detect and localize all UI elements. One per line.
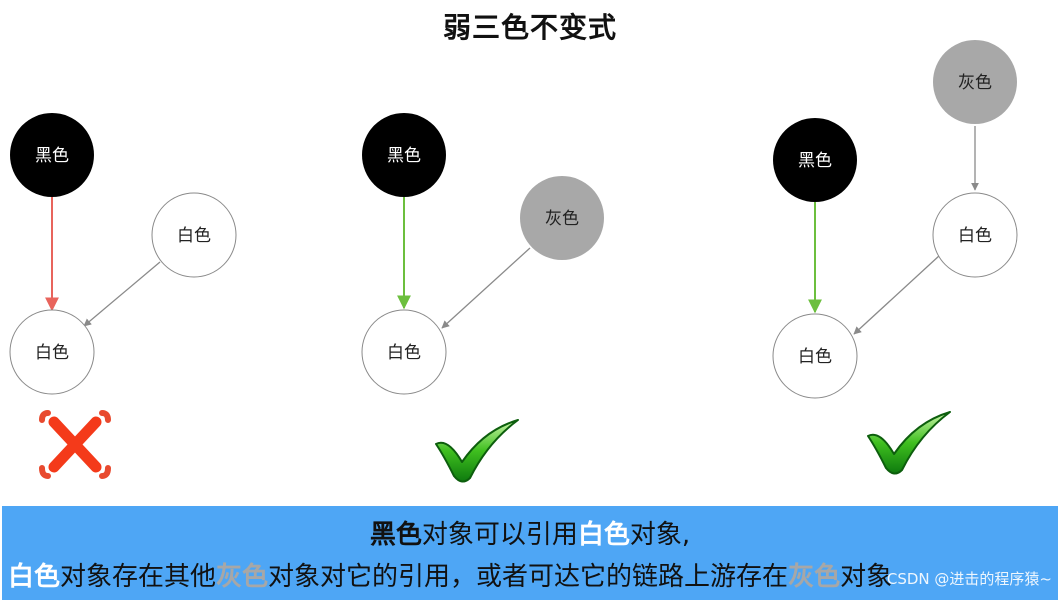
target-white-node [361, 309, 447, 395]
banner-line-1: 黑色对象可以引用白色对象, [2, 514, 1058, 551]
banner-text: 对象对它的引用，或者可达它的链路上游存在 [268, 562, 789, 592]
red-cross-icon [39, 410, 111, 479]
arrow-white-to-white [83, 261, 161, 327]
target-white-node-label: 白色 [387, 343, 421, 363]
black-node-label: 黑色 [387, 146, 421, 166]
arrow-gray-to-white [441, 247, 531, 329]
banner-text: 对象, [629, 520, 691, 550]
green-check-icon [867, 411, 951, 475]
watermark: CSDN @进击的程序猿~ [886, 570, 1052, 588]
black-node [773, 118, 857, 202]
gray-node-label: 灰色 [545, 209, 579, 229]
highlight-black: 黑色 [369, 520, 422, 550]
upper-white-node-label: 白色 [177, 226, 211, 246]
banner-text: 对象存在其他 [60, 562, 217, 592]
black-node-label: 黑色 [798, 151, 832, 171]
target-white-node [9, 309, 95, 395]
middle-white-node-label: 白色 [958, 226, 992, 246]
middle-white-node [932, 192, 1018, 278]
banner-text: 对象 [840, 562, 893, 592]
explanation-banner: 黑色对象可以引用白色对象, 白色对象存在其他灰色对象对它的引用，或者可达它的链路… [2, 506, 1058, 600]
highlight-gray: 灰色 [216, 562, 269, 592]
banner-text: 对象可以引用 [421, 520, 578, 550]
gray-node [520, 176, 604, 260]
black-node-label: 黑色 [35, 146, 69, 166]
green-check-icon [435, 419, 519, 483]
gray-node [933, 40, 1017, 124]
banner-line-2: 白色对象存在其他灰色对象对它的引用，或者可达它的链路上游存在灰色对象 [8, 556, 1060, 593]
black-node [362, 113, 446, 197]
black-node [10, 113, 94, 197]
highlight-white: 白色 [577, 520, 630, 550]
diagram-title: 弱三色不变式 [442, 11, 617, 44]
arrow-white-to-white [853, 254, 941, 335]
diagram-2: 黑色 灰色 白色 [361, 113, 604, 483]
target-white-node-label: 白色 [35, 343, 69, 363]
highlight-gray: 灰色 [788, 562, 841, 592]
target-white-node-label: 白色 [798, 347, 832, 367]
gray-node-label: 灰色 [958, 73, 992, 93]
highlight-white: 白色 [8, 562, 61, 592]
target-white-node [772, 313, 858, 399]
tricolor-diagram: 黑色 白色 白色 黑色 灰色 白色 灰色 黑色 [9, 40, 1018, 483]
diagram-1: 黑色 白色 白色 [9, 113, 237, 479]
upper-white-node [151, 192, 237, 278]
diagram-3: 灰色 黑色 白色 白色 [772, 40, 1018, 475]
